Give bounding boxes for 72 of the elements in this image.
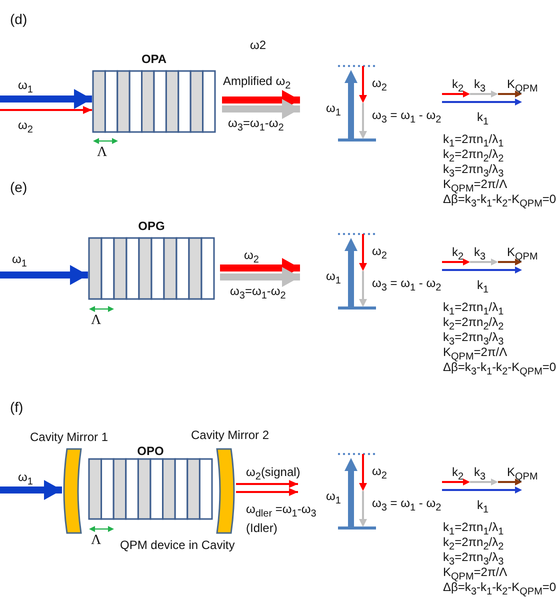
panel-label: (f) [10,400,24,414]
beam-arrow [222,99,300,119]
equation: k$_{1}$=2πn$_{1}$/λ$_{1}$ [443,300,504,318]
vector-label: k$_{3}$ [474,77,486,96]
beam-label: ω$_{2}$ [244,248,259,268]
vector-label: k$_{2}$ [452,465,464,484]
beam-arrow [220,267,300,287]
equation: K$_{QPM}$=2π/Λ [443,345,508,362]
vector-label: k$_{3}$ [474,245,486,264]
frequency-label: ω$_{3}$ = ω$_{1}$ - ω$_{2}$ [372,276,442,296]
beam-label: ω$_{3}$=ω$_{1}$-ω$_{2}$ [228,116,284,136]
vector-label: k$_{1}$ [477,498,489,518]
device-heading: OPG [137,219,166,233]
device-caption: QPM device in Cavity [120,538,235,552]
beam-label: ω$_{2}$(signal) [246,465,300,484]
equation: K$_{QPM}$=2π/Λ [443,177,508,194]
beam-label: ω$_{2}$ [18,118,33,138]
vector-label: k$_{2}$ [452,77,464,96]
beam-arrow [0,89,92,109]
qpm-crystal [92,52,216,133]
frequency-label: ω$_{1}$ [326,101,341,120]
beam-arrow [0,106,92,114]
qpm-crystal [88,444,213,520]
equation: k$_{2}$=2πn$_{2}$/λ$_{2}$ [443,535,504,552]
vector-label: k$_{1}$ [477,278,489,298]
frequency-label: ω$_{2}$ [372,76,387,96]
frequency-label: ω$_{3}$ = ω$_{1}$ - ω$_{2}$ [372,108,442,128]
equation: k$_{3}$=2πn$_{3}$/λ$_{3}$ [443,550,504,568]
beam-label: ω$_{dler}$ =ω$_{1}$-ω$_{3}$ (Idler) [246,502,318,536]
device-heading: OPA [140,52,168,66]
equation: k$_{3}$=2πn$_{3}$/λ$_{3}$ [443,162,504,180]
frequency-label: ω$_{2}$ [372,464,387,484]
vector-label: K$_{QPM}$ [507,77,538,96]
equation: k$_{1}$=2πn$_{1}$/λ$_{1}$ [443,520,504,538]
beam-arrow [236,480,298,488]
beam-arrow [236,488,298,496]
beam-arrow [0,480,62,500]
frequency-label: ω$_{1}$ [326,489,341,508]
node-caption: Cavity Mirror 2 [191,428,270,442]
equation: k$_{2}$=2πn$_{2}$/λ$_{2}$ [443,147,504,164]
frequency-label: ω2 [250,38,266,52]
beam-label: ω$_{3}$=ω$_{1}$-ω$_{2}$ [230,284,286,304]
device-heading: OPO [136,444,165,458]
qpm-crystal [88,219,215,300]
node-caption: Cavity Mirror 1 [30,430,108,444]
panel-label: (d) [10,12,28,26]
equation: Δβ=k$_{3}$-k$_{1}$-k$_{2}$-K$_{QPM}$=0 [443,192,556,212]
vector-label: k$_{3}$ [474,465,486,484]
panel-label: (e) [10,180,28,194]
beam-label: ω$_{1}$ [12,252,27,272]
period-label: Λ [91,534,102,548]
equation: k$_{1}$=2πn$_{1}$/λ$_{1}$ [443,132,504,150]
vector-label: K$_{QPM}$ [507,465,538,484]
beam-label: Amplified ω$_{2}$ [223,74,291,94]
frequency-label: ω$_{1}$ [326,269,341,288]
equation: K$_{QPM}$=2π/Λ [443,565,508,582]
vector-label: k$_{2}$ [452,245,464,264]
period-label: Λ [91,314,102,328]
equation: Δβ=k$_{3}$-k$_{1}$-k$_{2}$-K$_{QPM}$=0 [443,580,556,600]
equation: k$_{3}$=2πn$_{3}$/λ$_{3}$ [443,330,504,348]
vector-label: K$_{QPM}$ [507,245,538,264]
equation: Δβ=k$_{3}$-k$_{1}$-k$_{2}$-K$_{QPM}$=0 [443,360,556,380]
beam-label: ω$_{1}$ [18,470,33,490]
equation: k$_{2}$=2πn$_{2}$/λ$_{2}$ [443,315,504,332]
cavity-mirror [214,448,236,534]
vector-label: k$_{1}$ [477,110,489,130]
period-label: Λ [97,146,108,160]
beam-label: ω$_{1}$ [18,78,33,98]
cavity-mirror [62,448,84,534]
frequency-label: ω$_{3}$ = ω$_{1}$ - ω$_{2}$ [372,496,442,516]
beam-arrow [0,265,88,285]
frequency-label: ω$_{2}$ [372,244,387,264]
